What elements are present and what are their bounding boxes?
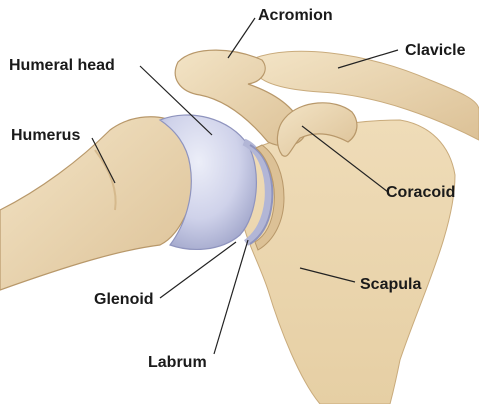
- label-labrum: Labrum: [148, 354, 207, 372]
- label-acromion: Acromion: [258, 7, 333, 25]
- label-glenoid: Glenoid: [94, 291, 154, 309]
- glenoid-leader: [160, 242, 236, 298]
- acromion-leader: [228, 18, 255, 58]
- labrum-leader: [214, 240, 248, 354]
- label-scapula: Scapula: [360, 276, 421, 294]
- label-coracoid: Coracoid: [386, 184, 455, 202]
- label-humerus: Humerus: [11, 127, 80, 145]
- label-clavicle: Clavicle: [405, 42, 465, 60]
- label-humeral-head: Humeral head: [9, 57, 115, 75]
